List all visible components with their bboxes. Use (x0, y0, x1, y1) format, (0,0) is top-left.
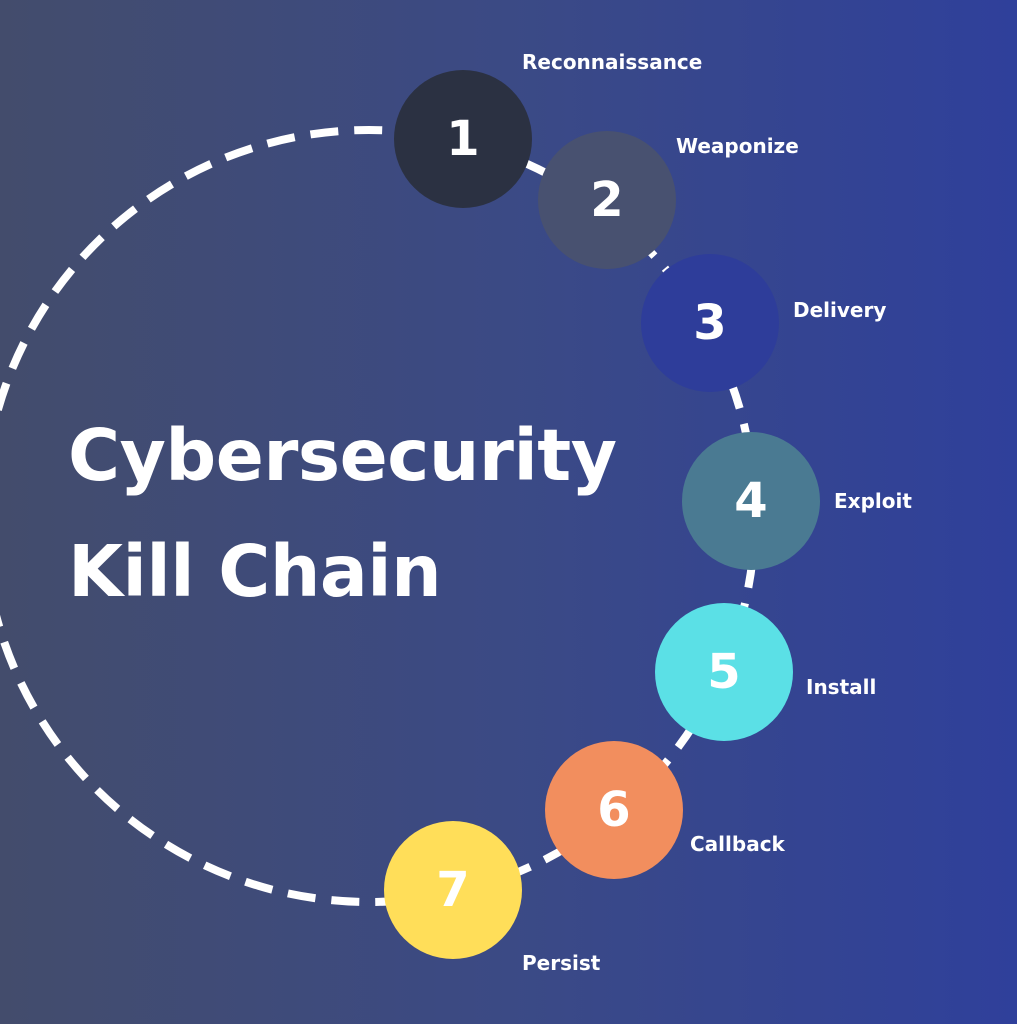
diagram-title-line-2: Kill Chain (68, 530, 442, 613)
step-5-number: 5 (707, 644, 741, 700)
step-1-label: Reconnaissance (522, 50, 703, 74)
step-6-label: Callback (690, 832, 785, 856)
step-6-number: 6 (597, 782, 631, 838)
step-1-number: 1 (446, 111, 480, 167)
step-7-label: Persist (522, 951, 601, 975)
step-6-circle: 6 (545, 741, 683, 879)
diagram-title-line-1: Cybersecurity (68, 414, 617, 497)
step-2-label: Weaponize (676, 134, 799, 158)
step-7-number: 7 (436, 862, 470, 918)
step-3-circle: 3 (641, 254, 779, 392)
step-2-circle: 2 (538, 131, 676, 269)
step-4-circle: 4 (682, 432, 820, 570)
step-3-label: Delivery (793, 298, 887, 322)
step-3-number: 3 (693, 295, 727, 351)
step-4-number: 4 (734, 473, 768, 529)
step-5-circle: 5 (655, 603, 793, 741)
step-4-label: Exploit (834, 489, 912, 513)
step-2-number: 2 (590, 172, 624, 228)
step-5-label: Install (806, 675, 877, 699)
step-1-circle: 1 (394, 70, 532, 208)
step-7-circle: 7 (384, 821, 522, 959)
